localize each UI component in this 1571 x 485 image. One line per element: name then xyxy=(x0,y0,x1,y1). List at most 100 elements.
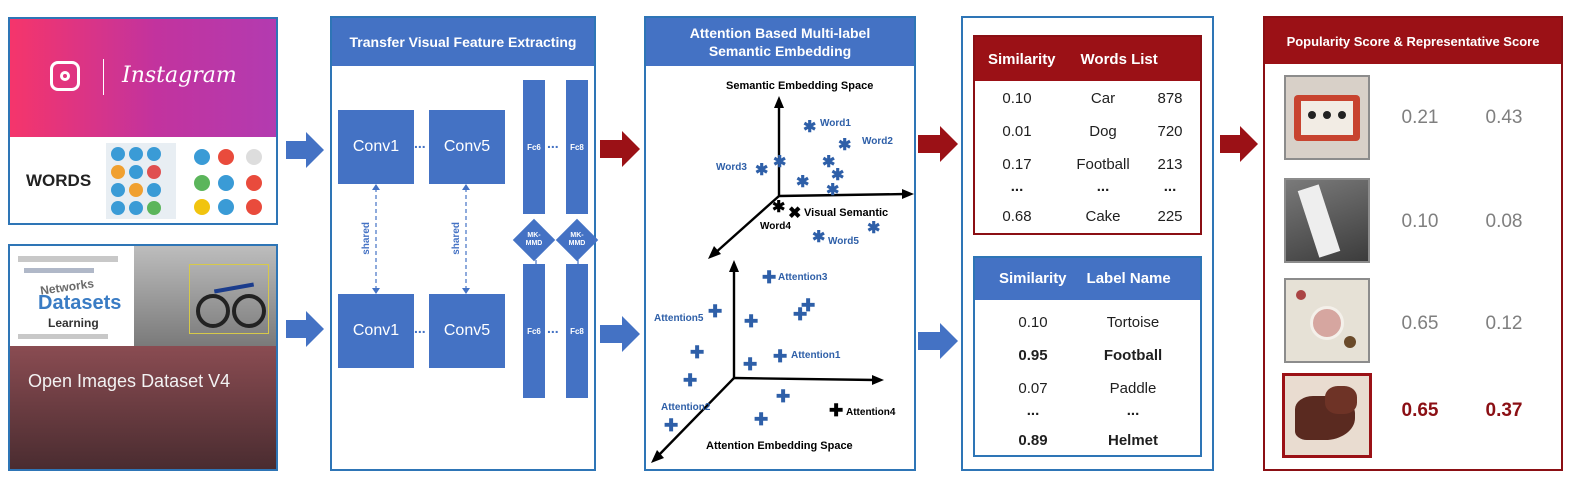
attention-plus: ✚ xyxy=(801,296,816,315)
instagram-source-panel: Instagram WORDS xyxy=(8,17,278,225)
embedding-title: Attention Based Multi-label Semantic Emb… xyxy=(646,18,914,66)
attention-space-label: Attention Embedding Space xyxy=(706,440,853,452)
attention-plus: ✚ xyxy=(664,416,679,435)
representative-score: 0.08 xyxy=(1485,211,1523,232)
arrow-right-icon xyxy=(918,323,958,359)
word5-label: Word5 xyxy=(828,236,859,247)
similarity-cell: 0.95 xyxy=(1018,347,1048,364)
conv5-top: Conv5 xyxy=(429,110,505,184)
visual-semantic-cross: ✖ xyxy=(788,205,802,222)
count-cell: ... xyxy=(1163,178,1177,195)
label-cell: Football xyxy=(1103,347,1163,364)
word-star: ✱ xyxy=(755,162,769,179)
conv-dots-top: ... xyxy=(414,135,426,151)
labels-table-col-label: Label Name xyxy=(1086,270,1171,287)
table-row: 0.10 Car 878 xyxy=(975,90,1200,123)
attention-plus: ✚ xyxy=(754,410,769,429)
word-star: ✱ xyxy=(831,167,845,184)
table-row: ... ... ... xyxy=(975,178,1200,208)
bicycle-photo xyxy=(134,246,276,346)
table-row: 0.95 Football xyxy=(975,347,1200,380)
attention-plus: ✚ xyxy=(744,312,759,331)
word-star: ✱ xyxy=(826,182,840,199)
words-table xyxy=(973,35,1202,235)
words-table-body: 0.10 Car 878 0.01 Dog 720 0.17 Football … xyxy=(975,90,1200,241)
attention5-label: Attention5 xyxy=(654,313,704,324)
feature-extractor-panel xyxy=(330,16,596,471)
shared-label-conv1: shared xyxy=(361,222,372,255)
word-star: ✱ xyxy=(803,119,817,136)
attention-plus: ✚ xyxy=(690,343,705,362)
conv1-bottom: Conv1 xyxy=(338,294,414,368)
instagram-name: Instagram xyxy=(122,63,237,88)
word-cloud: Networks Datasets Learning xyxy=(10,246,134,346)
count-cell: 213 xyxy=(1157,156,1183,173)
table-row: 0.89 Helmet xyxy=(975,432,1200,465)
embedding-axes xyxy=(651,96,914,463)
table-row: 0.17 Football 213 xyxy=(975,156,1200,178)
thumbnail-image xyxy=(1284,178,1370,263)
count-cell: 878 xyxy=(1157,90,1183,107)
word-star: ✱ xyxy=(867,220,881,237)
word-cloud-datasets: Datasets xyxy=(38,292,122,314)
mkmmd-label-fc8: MK-MMD xyxy=(568,232,586,247)
word-cell: Car xyxy=(1090,90,1116,107)
popularity-score: 0.21 xyxy=(1401,107,1439,128)
arrow-right-icon xyxy=(286,132,324,168)
table-row: 0.07 Paddle xyxy=(975,380,1200,402)
similarity-cell: 0.89 xyxy=(1018,432,1048,449)
semantic-space-label: Semantic Embedding Space xyxy=(726,80,874,92)
word1-label: Word1 xyxy=(820,118,851,129)
words-table-col-words: Words List xyxy=(1080,50,1158,68)
arrow-right-red-icon xyxy=(600,131,640,167)
conv1-top: Conv1 xyxy=(338,110,414,184)
attention1-label: Attention1 xyxy=(791,350,841,361)
avatar-icons xyxy=(111,147,262,215)
word-cell: Dog xyxy=(1089,123,1117,140)
attention-plus: ✚ xyxy=(743,355,758,374)
attention4-label: Attention4 xyxy=(846,407,896,418)
word-star-black: ✱ xyxy=(772,199,786,216)
labels-table-header: Similarity Label Name xyxy=(975,258,1200,300)
fc-dots-top: ... xyxy=(547,135,559,151)
arrow-right-red-icon xyxy=(1220,126,1258,162)
representative-score: 0.43 xyxy=(1485,107,1523,128)
open-images-title: Open Images Dataset V4 xyxy=(28,371,231,391)
label-cell: Helmet xyxy=(1107,432,1159,449)
attention-plus: ✚ xyxy=(708,302,723,321)
labels-table xyxy=(973,256,1202,457)
attention-plus: ✚ xyxy=(683,371,698,390)
visual-semantic-label: Visual Semantic xyxy=(804,207,889,219)
thumbnail-image xyxy=(1284,75,1370,160)
words-strip: WORDS xyxy=(10,137,276,223)
labels-table-col-similarity: Similarity xyxy=(999,270,1067,287)
table-row: ... ... xyxy=(975,402,1200,432)
representative-score-highlighted: 0.37 xyxy=(1485,400,1523,421)
attention-plus: ✚ xyxy=(773,347,788,366)
label-cell: Paddle xyxy=(1109,380,1157,397)
word-cell: Cake xyxy=(1085,208,1121,225)
fc8-bottom: Fc8 xyxy=(566,264,588,398)
word-star: ✱ xyxy=(812,229,826,246)
similarity-cell: 0.68 xyxy=(1002,208,1032,225)
open-images-background xyxy=(10,346,276,469)
count-cell: 720 xyxy=(1157,123,1183,140)
embedding-panel xyxy=(644,16,916,471)
similarity-cell: 0.07 xyxy=(1018,380,1048,397)
mkmmd-label-fc6: MK-MMD xyxy=(525,232,543,247)
attention2-label: Attention2 xyxy=(661,402,711,413)
shared-label-conv5: shared xyxy=(451,222,462,255)
similarity-cell: ... xyxy=(1010,178,1024,195)
arrow-right-icon xyxy=(600,316,640,352)
table-row: 0.10 Tortoise xyxy=(975,314,1200,347)
table-row: 0.68 Cake 225 xyxy=(975,208,1200,241)
instagram-banner: Instagram xyxy=(10,19,276,137)
word4-label: Word4 xyxy=(760,221,791,232)
fc-dots-bottom: ... xyxy=(547,320,559,336)
popularity-score: 0.10 xyxy=(1401,211,1439,232)
feature-extractor-title: Transfer Visual Feature Extracting xyxy=(332,18,594,66)
instagram-logo-icon xyxy=(50,61,80,91)
tables-panel xyxy=(961,16,1214,471)
word3-label: Word3 xyxy=(716,162,747,173)
word-star: ✱ xyxy=(796,174,810,191)
